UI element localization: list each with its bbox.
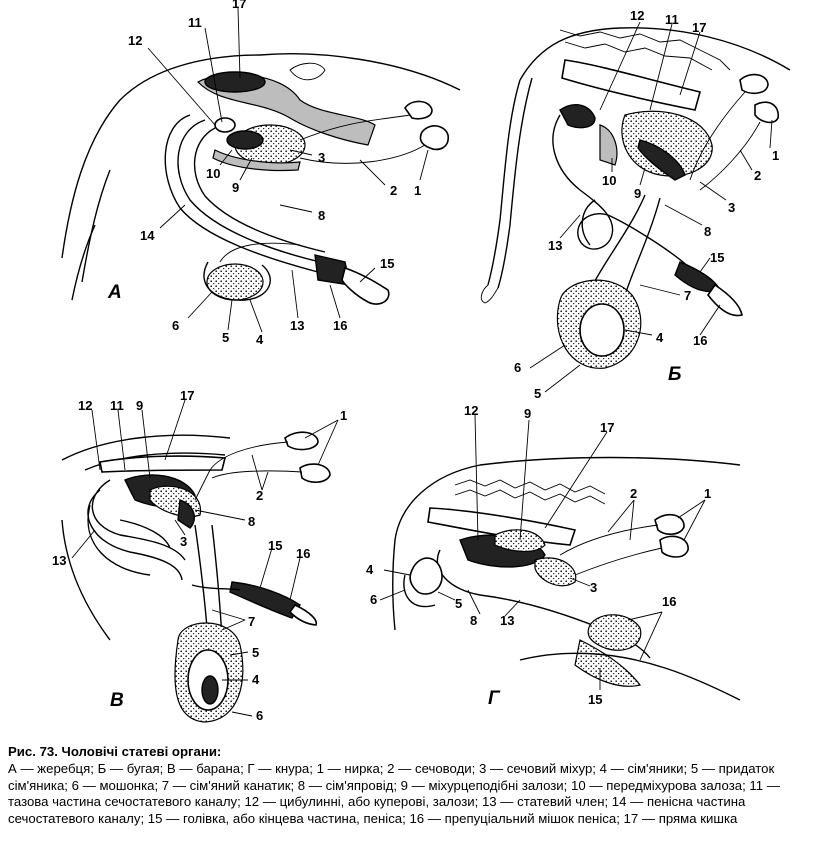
label-g-12: 12 [464, 403, 478, 418]
label-v-9: 9 [136, 398, 143, 413]
panel-b-labels: 12 11 17 1 2 10 9 3 8 13 15 7 16 4 6 5 Б [514, 8, 779, 401]
panel-a-leaders [147, 7, 429, 333]
label-v-2: 2 [256, 488, 263, 503]
label-v-12: 12 [78, 398, 92, 413]
panel-letter-v: В [110, 690, 124, 711]
label-a-15: 15 [380, 256, 394, 271]
label-v-15: 15 [268, 538, 282, 553]
label-a-11: 11 [188, 15, 202, 30]
panel-a-drawing [61, 53, 461, 305]
figure-caption: Рис. 73. Чоловічі статеві органи: А — же… [8, 744, 818, 828]
label-a-4: 4 [256, 332, 264, 347]
label-g-2: 2 [630, 486, 637, 501]
panel-v-leaders [71, 399, 339, 717]
label-v-6: 6 [256, 708, 263, 723]
panel-v-drawing [61, 431, 331, 723]
label-g-6: 6 [370, 592, 377, 607]
label-b-11: 11 [665, 12, 679, 27]
label-a-17: 17 [232, 0, 246, 11]
panel-b-drawing [480, 27, 791, 369]
label-v-3: 3 [180, 534, 187, 549]
label-a-14: 14 [140, 228, 155, 243]
label-v-13: 13 [52, 553, 66, 568]
label-b-6: 6 [514, 360, 521, 375]
label-v-5: 5 [252, 645, 259, 660]
label-g-17: 17 [600, 420, 614, 435]
label-a-12: 12 [128, 33, 142, 48]
panel-b-leaders [529, 21, 773, 393]
label-v-4: 4 [252, 672, 260, 687]
label-a-9: 9 [232, 180, 239, 195]
label-g-8: 8 [470, 613, 477, 628]
label-g-1: 1 [704, 486, 711, 501]
caption-text: А — жеребця; Б — бугая; В — барана; Г — … [8, 760, 780, 827]
label-v-16: 16 [296, 546, 310, 561]
label-a-16: 16 [333, 318, 347, 333]
panel-v-labels: 12 11 9 17 1 2 8 3 13 15 16 7 5 4 6 В [52, 388, 347, 723]
label-a-13: 13 [290, 318, 304, 333]
label-b-13: 13 [548, 238, 562, 253]
label-b-10: 10 [602, 173, 616, 188]
label-g-4: 4 [366, 562, 374, 577]
label-v-7: 7 [248, 614, 255, 629]
label-b-7: 7 [684, 288, 691, 303]
label-b-17: 17 [692, 20, 706, 35]
panel-letter-b: Б [668, 364, 681, 385]
label-v-1: 1 [340, 408, 347, 423]
label-a-10: 10 [206, 166, 220, 181]
label-a-2: 2 [390, 183, 397, 198]
label-b-4: 4 [656, 330, 664, 345]
panel-a-labels: 17 11 12 3 2 1 10 9 8 14 15 6 5 4 13 16 … [107, 0, 421, 347]
label-b-9: 9 [634, 186, 641, 201]
label-a-3: 3 [318, 150, 325, 165]
label-v-11: 11 [110, 398, 124, 413]
label-b-8: 8 [704, 224, 711, 239]
label-v-8: 8 [248, 514, 255, 529]
label-b-1: 1 [772, 148, 779, 163]
label-g-9: 9 [524, 406, 531, 421]
label-g-3: 3 [590, 580, 597, 595]
label-a-1: 1 [414, 183, 421, 198]
label-b-12: 12 [630, 8, 644, 23]
label-b-15: 15 [710, 250, 724, 265]
label-g-15: 15 [588, 692, 602, 707]
label-b-3: 3 [728, 200, 735, 215]
panel-letter-a: А [107, 282, 122, 303]
panel-g-labels: 12 9 17 2 1 4 6 5 3 8 13 16 15 Г [366, 403, 711, 709]
label-v-17: 17 [180, 388, 194, 403]
label-a-6: 6 [172, 318, 179, 333]
label-g-16: 16 [662, 594, 676, 609]
panel-g-leaders [379, 414, 706, 690]
caption-title: Рис. 73. Чоловічі статеві органи: [8, 744, 222, 759]
anatomy-figure: 17 11 12 3 2 1 10 9 8 14 15 6 5 4 13 16 … [52, 0, 791, 723]
label-g-13: 13 [500, 613, 514, 628]
label-b-16: 16 [693, 333, 707, 348]
label-a-8: 8 [318, 208, 325, 223]
label-a-5: 5 [222, 330, 229, 345]
label-b-2: 2 [754, 168, 761, 183]
label-b-5: 5 [534, 386, 541, 401]
label-g-5: 5 [455, 596, 462, 611]
panel-letter-g: Г [488, 688, 501, 709]
panel-g-drawing [392, 456, 741, 701]
